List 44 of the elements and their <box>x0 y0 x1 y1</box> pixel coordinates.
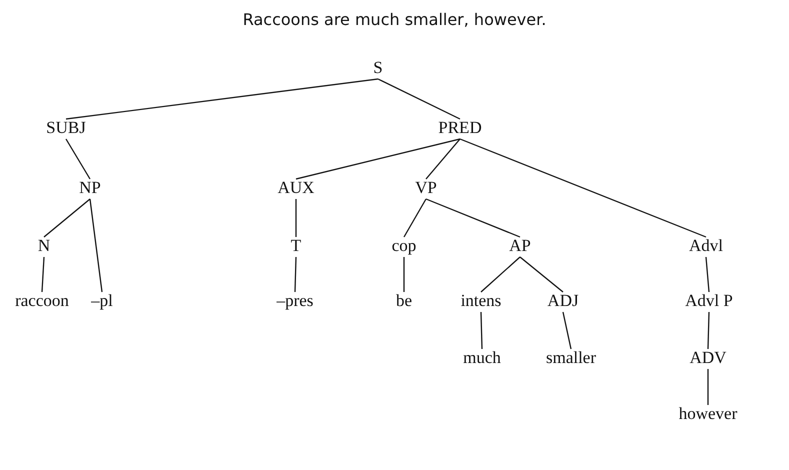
tree-branch <box>562 312 572 350</box>
tree-label: S <box>373 58 383 78</box>
tree-label: however <box>678 404 738 424</box>
title: Raccoons are much smaller, however. <box>242 10 548 29</box>
tree-label: Advl <box>689 236 723 256</box>
tree-label: ADJ <box>547 291 579 311</box>
tree-branch <box>378 78 460 120</box>
tree-branch <box>707 369 709 405</box>
tree-label: much <box>463 348 501 368</box>
tree-branch <box>460 138 706 238</box>
tree-label: PRED <box>438 118 482 138</box>
tree-branch <box>426 138 460 180</box>
tree-branch <box>707 312 710 350</box>
tree-label: AUX <box>278 178 314 198</box>
tree-label: AP <box>509 236 531 256</box>
tree-branch <box>403 198 427 238</box>
tree-label: smaller <box>546 348 596 368</box>
tree-label: be <box>396 291 412 311</box>
tree-branch <box>44 198 90 238</box>
tree-label: –pres <box>276 291 314 311</box>
tree-branch <box>705 256 710 292</box>
tree-branch <box>480 312 483 350</box>
tree-label: ADV <box>690 348 726 368</box>
tree-branch <box>66 78 378 120</box>
tree-label: cop <box>392 236 416 256</box>
tree-label: Advl P <box>685 291 733 311</box>
tree-label: N <box>38 236 50 256</box>
tree-branch <box>41 256 45 292</box>
tree-branch <box>294 256 297 292</box>
tree-branch <box>295 199 297 237</box>
tree-branch <box>403 257 405 292</box>
tree-label: SUBJ <box>46 118 86 138</box>
tree-label: intens <box>460 291 502 311</box>
tree-label: VP <box>415 178 437 198</box>
tree-label: NP <box>79 178 101 198</box>
tree-branch <box>480 256 520 292</box>
tree-label: raccoon <box>15 291 69 311</box>
tree-branch <box>89 198 103 292</box>
tree-branch <box>426 198 520 238</box>
tree-branch <box>520 256 564 292</box>
tree-branch <box>296 138 460 180</box>
tree-label: T <box>290 236 302 256</box>
tree-label: –pl <box>91 291 113 311</box>
tree-branch <box>65 138 91 180</box>
